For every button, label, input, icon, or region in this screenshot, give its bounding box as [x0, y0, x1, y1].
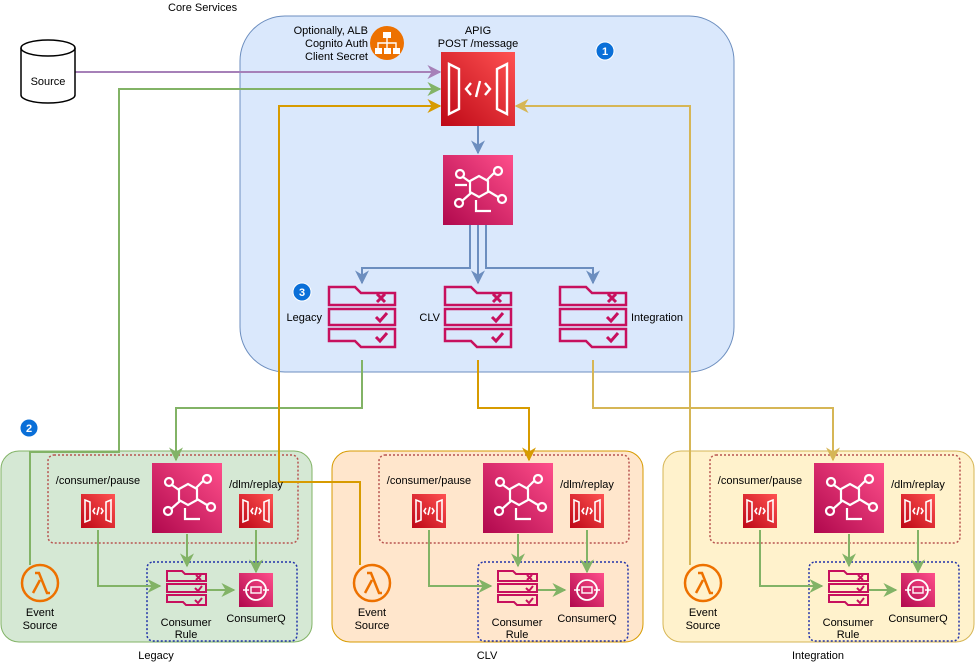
legacy-pause-label: /consumer/pause — [56, 475, 140, 487]
clv-rule-label-1: Consumer — [492, 617, 543, 629]
legacy-consumer: /consumer/pause /dlm/replay Consumer Rul… — [20, 461, 286, 641]
integration-event-label-1: Event — [689, 607, 717, 619]
legacy-consumerq-icon — [238, 572, 274, 608]
eventbridge-icon — [441, 153, 515, 227]
integration-consumer-box — [808, 561, 960, 642]
source-label: Source — [31, 76, 66, 88]
api-gateway-icon — [439, 50, 517, 128]
svg-text:3: 3 — [299, 287, 305, 299]
svg-text:2: 2 — [26, 423, 32, 435]
legacy-rule-label-1: Consumer — [161, 617, 212, 629]
integration-pause-api-icon — [742, 493, 778, 529]
badge-2: 2 — [19, 418, 39, 438]
clv-consumerq-label: ConsumerQ — [557, 613, 617, 625]
integration-pause-label: /consumer/pause — [718, 475, 802, 487]
legacy-group-label: Legacy — [138, 650, 174, 662]
core-services-title: Core Services — [168, 2, 238, 14]
clv-event-label-2: Source — [355, 620, 390, 632]
clv-event-label-1: Event — [358, 607, 386, 619]
legacy-replay-api-icon — [238, 493, 274, 529]
badge-3: 3 — [292, 282, 312, 302]
clv-eventbridge-icon — [481, 461, 555, 535]
integration-consumerq-icon — [900, 572, 936, 608]
integration-rule-label-2: Rule — [837, 629, 860, 641]
clv-pause-label: /consumer/pause — [387, 475, 471, 487]
integration-consumer: /consumer/pause /dlm/replay Consumer Rul… — [683, 461, 948, 641]
badge-1: 1 — [595, 41, 615, 61]
integration-queue-label: Integration — [631, 312, 683, 324]
integration-event-label-2: Source — [686, 620, 721, 632]
clv-consumer-box — [477, 561, 629, 642]
legacy-event-label-1: Event — [26, 607, 54, 619]
clv-pause-api-icon — [411, 493, 447, 529]
legacy-event-label-2: Source — [23, 620, 58, 632]
integration-control-box — [709, 454, 961, 544]
clv-consumerq-icon — [569, 572, 605, 608]
integration-replay-label: /dlm/replay — [891, 479, 945, 491]
legacy-replay-label: /dlm/replay — [229, 479, 283, 491]
integration-group-label: Integration — [792, 650, 844, 662]
integration-eventbridge-icon — [812, 461, 886, 535]
clv-rule-label-2: Rule — [506, 629, 529, 641]
integration-rule-label-1: Consumer — [823, 617, 874, 629]
clv-replay-api-icon — [569, 493, 605, 529]
alb-note-line2: Cognito Auth — [305, 38, 368, 50]
apig-label-line1: APIG — [465, 25, 491, 37]
clv-group-label: CLV — [477, 650, 498, 662]
legacy-eventbridge-icon — [150, 461, 224, 535]
integration-consumerq-label: ConsumerQ — [888, 613, 948, 625]
legacy-control-box — [47, 454, 299, 544]
legacy-rule-label-2: Rule — [175, 629, 198, 641]
legacy-queue-label: Legacy — [287, 312, 323, 324]
legacy-consumerq-label: ConsumerQ — [226, 613, 286, 625]
clv-control-box — [378, 454, 630, 544]
clv-replay-label: /dlm/replay — [560, 479, 614, 491]
alb-note-line1: Optionally, ALB — [294, 25, 368, 37]
clv-queue-label: CLV — [419, 312, 440, 324]
legacy-consumer-box — [146, 561, 298, 642]
apig-label-line2: POST /message — [438, 38, 519, 50]
integration-replay-api-icon — [900, 493, 936, 529]
source-database-icon — [20, 39, 76, 104]
legacy-pause-api-icon — [80, 493, 116, 529]
alb-icon — [370, 26, 404, 60]
alb-note-line3: Client Secret — [305, 51, 368, 63]
svg-text:1: 1 — [602, 46, 608, 58]
clv-consumer: /consumer/pause /dlm/replay Consumer Rul… — [352, 461, 617, 641]
